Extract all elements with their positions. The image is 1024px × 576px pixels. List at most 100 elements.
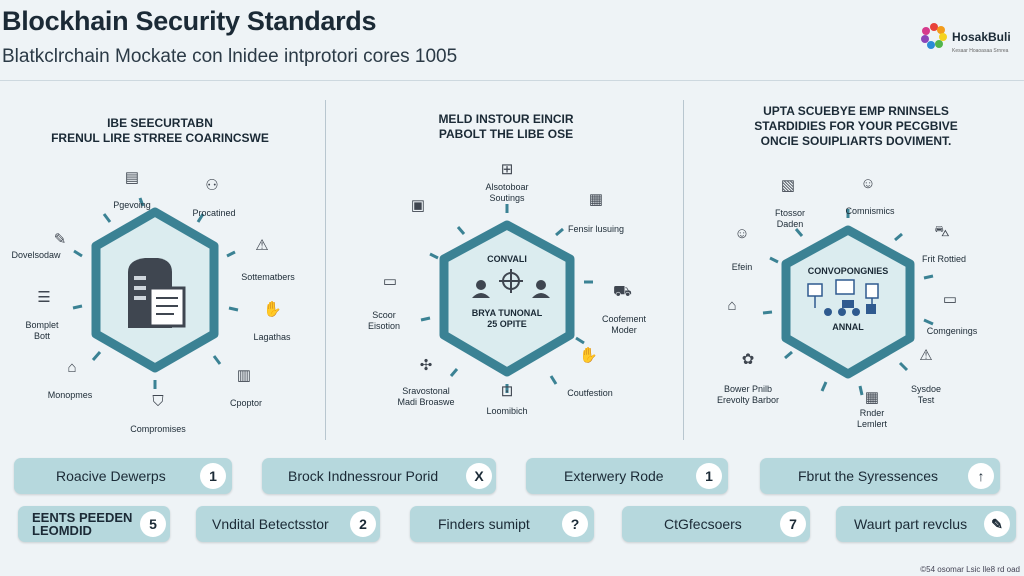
- logo-text: HosakBuli: [952, 30, 1011, 44]
- shield-icon: ⛉: [152, 393, 164, 410]
- lock-icon: ⊡: [500, 383, 514, 400]
- pen-icon: ✎: [53, 231, 67, 248]
- people-icon: ⚇: [205, 177, 219, 194]
- panel-2-core-title: CONVALI: [487, 254, 527, 264]
- puzzle-icon: ✣: [419, 357, 433, 374]
- hand-icon: ✋: [263, 301, 282, 318]
- button-label: Brock Indnessrour Porid: [288, 468, 439, 484]
- building-icon: ▦: [864, 389, 880, 406]
- person-icon: ☺: [860, 175, 876, 192]
- diagram-label: Dovelsodaw: [11, 250, 61, 260]
- button-label: Roacive Dewerps: [56, 468, 166, 484]
- pen-icon: ✎: [984, 511, 1010, 537]
- document-stack-icon: ▤: [124, 169, 140, 186]
- panel-2-hexagon: [439, 220, 575, 377]
- button-label: Fbrut the Syressences: [798, 468, 939, 484]
- question-icon: ?: [562, 511, 588, 537]
- screen-icon: ▭: [942, 291, 958, 308]
- diagram-label: Comnismics: [845, 206, 895, 216]
- panel-3-core-title: CONVOPONGNIES: [807, 266, 889, 276]
- person-icon: ☺: [734, 225, 750, 242]
- page-title: Blockhain Security Standards: [2, 6, 377, 36]
- diagram-label: Comgenings: [926, 326, 978, 336]
- badge-number: 2: [350, 511, 376, 537]
- panel-3-ticks: [762, 209, 934, 396]
- logo-subtext: Kesaar Hoaoasaa Srnrea: [952, 48, 1009, 54]
- brain-icon: ✿: [741, 351, 755, 368]
- brand-logo-icon: [921, 23, 947, 49]
- badge-number: 1: [696, 463, 722, 489]
- network-icon: ⊞: [500, 161, 514, 178]
- waurt-part-revclus-button[interactable]: Waurt part revclus ✎: [836, 506, 1016, 542]
- fbrut-syressences-button[interactable]: Fbrut the Syressences ↑: [760, 458, 1000, 494]
- badge-number: 5: [140, 511, 166, 537]
- diagram-label: Cpoptor: [229, 398, 263, 408]
- diagram-label: Sottematbers: [241, 272, 295, 282]
- document-icon: ▭: [382, 273, 398, 290]
- diagram-label: Lagathas: [253, 332, 291, 342]
- finders-sumipt-button[interactable]: Finders sumipt ?: [410, 506, 594, 542]
- hourglass-icon: X: [466, 463, 492, 489]
- server-document-icon: [128, 258, 186, 328]
- panel-divider: [325, 100, 326, 440]
- warning-icon: ⚠: [255, 237, 269, 254]
- footer-credit: ©54 osomar Lsic lle8 rd oad: [920, 565, 1020, 574]
- diagram-label: Procatined: [192, 208, 236, 218]
- brock-indnessrour-button[interactable]: Brock Indnessrour Porid X: [262, 458, 496, 494]
- roacive-dewerps-button[interactable]: Roacive Dewerps 1: [14, 458, 232, 494]
- truck-icon: ⛟: [613, 283, 632, 300]
- diagram-label: Efein: [731, 262, 753, 272]
- panel-1-ticks: [72, 197, 239, 389]
- diagram-label: Fensir lusuing: [567, 224, 625, 234]
- diagram-label: Coutfestion: [567, 388, 613, 398]
- diagram-label: Compromises: [130, 424, 186, 434]
- image-icon: ▧: [780, 177, 796, 194]
- button-label: Vndital Betectsstor: [212, 516, 329, 532]
- diagram-label: Frit Rottied: [921, 254, 967, 264]
- header-divider: [0, 80, 1024, 81]
- ctgfecsoers-button[interactable]: CtGfecsoers 7: [622, 506, 810, 542]
- exterwery-rode-button[interactable]: Exterwery Rode 1: [526, 458, 728, 494]
- badge-number: 1: [200, 463, 226, 489]
- panel-3-core-caption: ANNAL: [832, 322, 864, 332]
- diagram-label: Monopmes: [47, 390, 93, 400]
- hand-icon: ✋: [579, 347, 598, 364]
- page-subtitle: Blatkclrchain Mockate con lnidee intprot…: [2, 46, 458, 67]
- warning-icon: ⚠: [919, 347, 933, 364]
- network-devices-icon: [807, 279, 879, 316]
- bank-icon: ⌂: [727, 297, 737, 314]
- button-label: Waurt part revclus: [854, 516, 968, 532]
- badge-number: 7: [780, 511, 806, 537]
- vndital-betectsstor-button[interactable]: Vndital Betectsstor 2: [196, 506, 380, 542]
- panel-2-ticks: [420, 204, 593, 393]
- list-icon: ☰: [37, 289, 51, 306]
- arrow-up-icon: ↑: [968, 463, 994, 489]
- panel-divider: [683, 100, 684, 440]
- car-icon: ⛍: [934, 223, 950, 240]
- clipboard-icon: ▥: [236, 367, 252, 384]
- people-network-icon: [472, 269, 550, 298]
- button-label: CtGfecsoers: [664, 516, 742, 532]
- diagram-label: Loomibich: [486, 406, 528, 416]
- button-label: Finders sumipt: [438, 516, 530, 532]
- device-icon: ▣: [410, 197, 426, 214]
- bank-icon: ⌂: [67, 359, 77, 376]
- button-label: Exterwery Rode: [564, 468, 664, 484]
- diagram-label: Pgevoing: [113, 200, 151, 210]
